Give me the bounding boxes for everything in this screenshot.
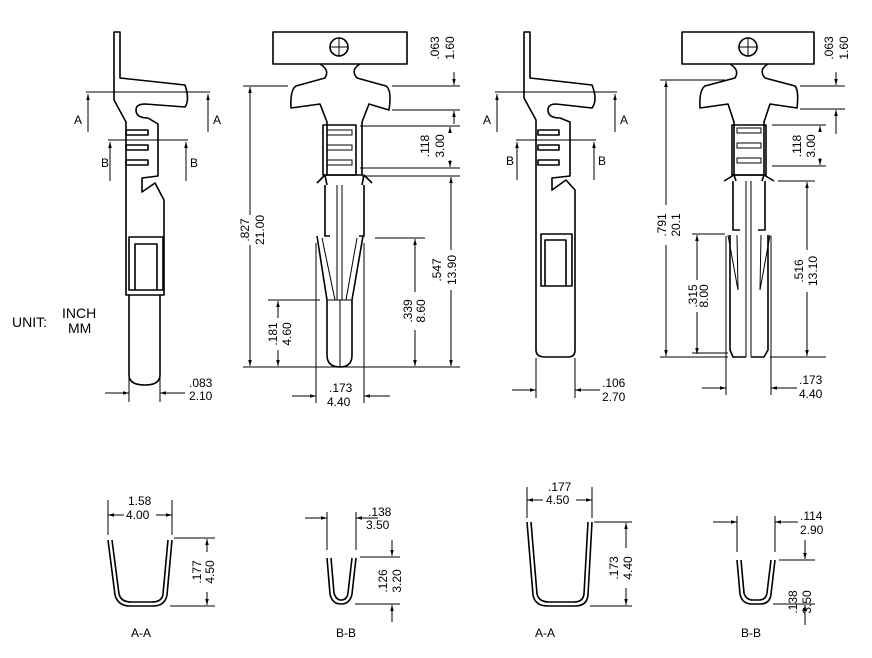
unit-label: UNIT:	[12, 314, 47, 330]
section-mark-b: B	[190, 156, 198, 170]
height-mm: 3.50	[800, 590, 814, 614]
width-inch: .106	[602, 376, 626, 390]
section-label: B-B	[336, 626, 356, 640]
width-inch: 1.58	[128, 494, 152, 508]
width-inch: .173	[329, 381, 353, 395]
overall-length-inch: .827	[238, 218, 252, 242]
height-inch: .177	[190, 560, 204, 584]
height-mm: 4.50	[203, 560, 217, 584]
section-label: B-B	[741, 626, 761, 640]
section-mark-b: B	[506, 154, 514, 168]
width-mm: 2.10	[189, 389, 213, 403]
slot-length-mm: 8.00	[697, 284, 711, 308]
section-mark-a: A	[74, 113, 82, 127]
width-mm: 3.50	[366, 518, 390, 532]
section-mark-b: B	[598, 154, 606, 168]
barrel-length-mm: 3.00	[804, 134, 818, 158]
tab-height-inch: .063	[822, 36, 836, 60]
width-inch: .114	[800, 509, 823, 523]
slot-length-inch: .339	[401, 299, 415, 323]
height-inch: .138	[786, 590, 800, 614]
body-length-inch: .516	[792, 259, 806, 283]
section-label: A-A	[535, 626, 555, 640]
section-mark-b: B	[101, 156, 109, 170]
tip-length-mm: 4.60	[280, 322, 294, 346]
view-3-female-side: A A B B .106 2.70	[483, 31, 628, 404]
height-inch: .173	[607, 556, 621, 580]
width-mm: 4.50	[546, 493, 570, 507]
barrel-length-inch: .118	[790, 134, 804, 157]
tip-length-inch: .181	[266, 322, 280, 346]
tab-height-mm: 1.60	[443, 36, 457, 60]
unit-mm: MM	[68, 320, 91, 336]
overall-length-mm: 21.00	[253, 215, 267, 245]
section-mark-a: A	[620, 113, 628, 127]
section-label: A-A	[131, 626, 151, 640]
tab-height-mm: 1.60	[837, 36, 851, 60]
view-1-male-side: A A B B .083 2.10	[74, 31, 221, 403]
barrel-length-mm: 3.00	[433, 134, 447, 158]
view-4-female-front: .791 20.1 .315 8.00 .063 1.60 .118 3.00 …	[655, 31, 851, 401]
height-mm: 4.40	[621, 556, 635, 580]
section-mark-a: A	[213, 113, 221, 127]
section-b-b-male: .138 3.50 .126 3.20 B-B	[305, 505, 404, 640]
slot-length-inch: .315	[686, 284, 700, 308]
view-2-male-front: .827 21.00 .181 4.60 .339 8.60 .063 1.60…	[238, 31, 460, 409]
body-length-mm: 13.10	[806, 256, 820, 286]
unit-legend: UNIT: INCH MM	[12, 305, 96, 336]
overall-length-mm: 20.1	[669, 213, 683, 237]
body-length-mm: 13.90	[445, 255, 459, 285]
height-inch: .126	[376, 569, 390, 593]
tab-height-inch: .063	[428, 36, 442, 60]
section-a-a-male: 1.58 4.00 .177 4.50 A-A	[107, 494, 217, 640]
width-mm: 4.40	[327, 395, 351, 409]
width-mm: 2.70	[602, 390, 626, 404]
body-length-inch: .547	[430, 258, 444, 282]
height-mm: 3.20	[390, 569, 404, 593]
overall-length-inch: .791	[655, 213, 669, 237]
section-b-b-female: .114 2.90 .138 3.50 B-B	[713, 509, 824, 640]
width-inch: .083	[189, 376, 213, 390]
width-mm: 4.00	[126, 508, 150, 522]
width-inch: .138	[368, 505, 392, 519]
barrel-length-inch: .118	[418, 134, 432, 157]
section-mark-a: A	[483, 113, 491, 127]
width-inch: .173	[799, 373, 823, 387]
width-inch: .177	[548, 480, 572, 494]
slot-length-mm: 8.60	[414, 299, 428, 323]
width-mm: 2.90	[800, 523, 824, 537]
section-a-a-female: .177 4.50 .173 4.40 A-A	[526, 480, 635, 640]
width-mm: 4.40	[799, 387, 823, 401]
unit-inch: INCH	[62, 305, 96, 321]
